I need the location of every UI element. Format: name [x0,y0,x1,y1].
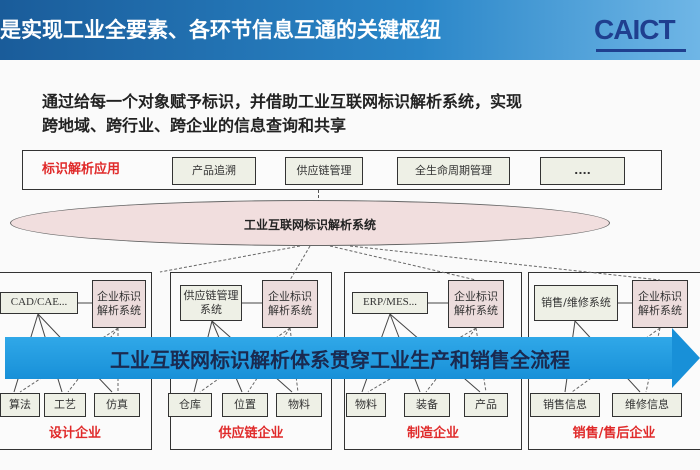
cloud-shape [10,200,610,246]
data-item: 物料 [346,393,386,417]
app-item: 全生命周期管理 [397,157,510,185]
enterprise-name: 设计企业 [48,425,101,441]
system-box: 供应链管理系统 [180,285,242,321]
data-item: 位置 [222,393,268,417]
data-item: 物料 [276,393,322,417]
resolver-box: 企业标识解析系统 [92,280,146,328]
cloud-label: 工业互联网标识解析系统 [243,217,376,232]
system-box: 销售/维修系统 [534,285,618,321]
process-arrow-label: 工业互联网标识解析体系贯穿工业生产和销售全流程 [110,347,570,372]
header-banner [0,0,700,60]
data-item: 装备 [404,393,450,417]
enterprise-name: 制造企业 [406,425,459,441]
subtitle-line-2: 跨地域、跨行业、跨企业的信息查询和共享 [42,116,347,135]
data-item: 工艺 [44,393,86,417]
data-item: 销售信息 [530,393,600,417]
system-box: CAD/CAE... [0,292,78,314]
app-item: .... [540,157,625,185]
resolver-box: 企业标识解析系统 [262,280,318,328]
process-arrow [5,337,675,379]
enterprise-name: 销售/售后企业 [572,425,656,441]
caict-logo: CAICT [594,14,690,52]
resolver-box: 企业标识解析系统 [632,280,688,328]
data-item: 仓库 [168,393,212,417]
slide-title: 是实现工业全要素、各环节信息互通的关键枢纽 [0,18,441,42]
arrow-head-icon [672,328,700,388]
data-item: 维修信息 [612,393,682,417]
app-item: 供应链管理 [285,157,363,185]
data-item: 算法 [0,393,40,417]
enterprise-name: 供应链企业 [218,425,284,441]
data-item: 产品 [464,393,508,417]
system-box: ERP/MES... [352,292,428,314]
app-item: 产品追溯 [172,157,256,185]
resolver-box: 企业标识解析系统 [448,280,504,328]
data-item: 仿真 [94,393,140,417]
connector-line [318,190,319,208]
subtitle-line-1: 通过给每一个对象赋予标识，并借助工业互联网标识解析系统，实现 [42,92,523,111]
application-label: 标识解析应用 [41,161,120,177]
